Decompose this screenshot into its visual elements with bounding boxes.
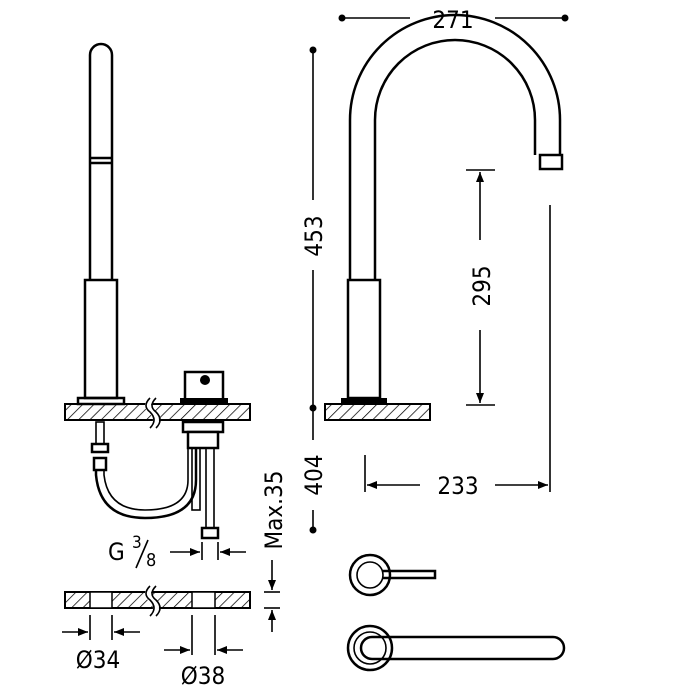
dimension-295-line [466,169,495,406]
dimension-spout-horizontal: 233 [437,472,478,500]
counter-section-top [64,395,251,431]
dimension-below-counter: 404 [300,454,328,495]
dimension-233-line [364,205,551,492]
front-view-spout [324,13,564,421]
thread-numerator: 3 [132,533,142,553]
dimension-hole-large: Ø38 [181,662,225,690]
top-view-mixer [348,553,437,597]
max-thickness-dimension [264,560,280,632]
thread-prefix: G [108,538,125,566]
vertical-dimension-line [300,46,326,534]
thread-denominator: 8 [146,550,156,571]
flexible-hose [90,421,198,520]
side-view-spout [76,42,126,406]
thread-fraction-slash [135,539,149,569]
thread-dimension [170,542,246,560]
top-view-spout [346,624,566,672]
dimension-spout-reach: 271 [432,6,473,34]
dimension-271-line [338,14,569,22]
dimension-hole-small: Ø34 [76,646,120,674]
dimension-spout-clearance: 295 [468,265,496,306]
dimension-max-thickness: Max.35 [260,471,288,550]
dimension-total-height: 453 [300,215,328,256]
mixer-valve [180,370,228,540]
counter-holes-section [62,583,251,655]
